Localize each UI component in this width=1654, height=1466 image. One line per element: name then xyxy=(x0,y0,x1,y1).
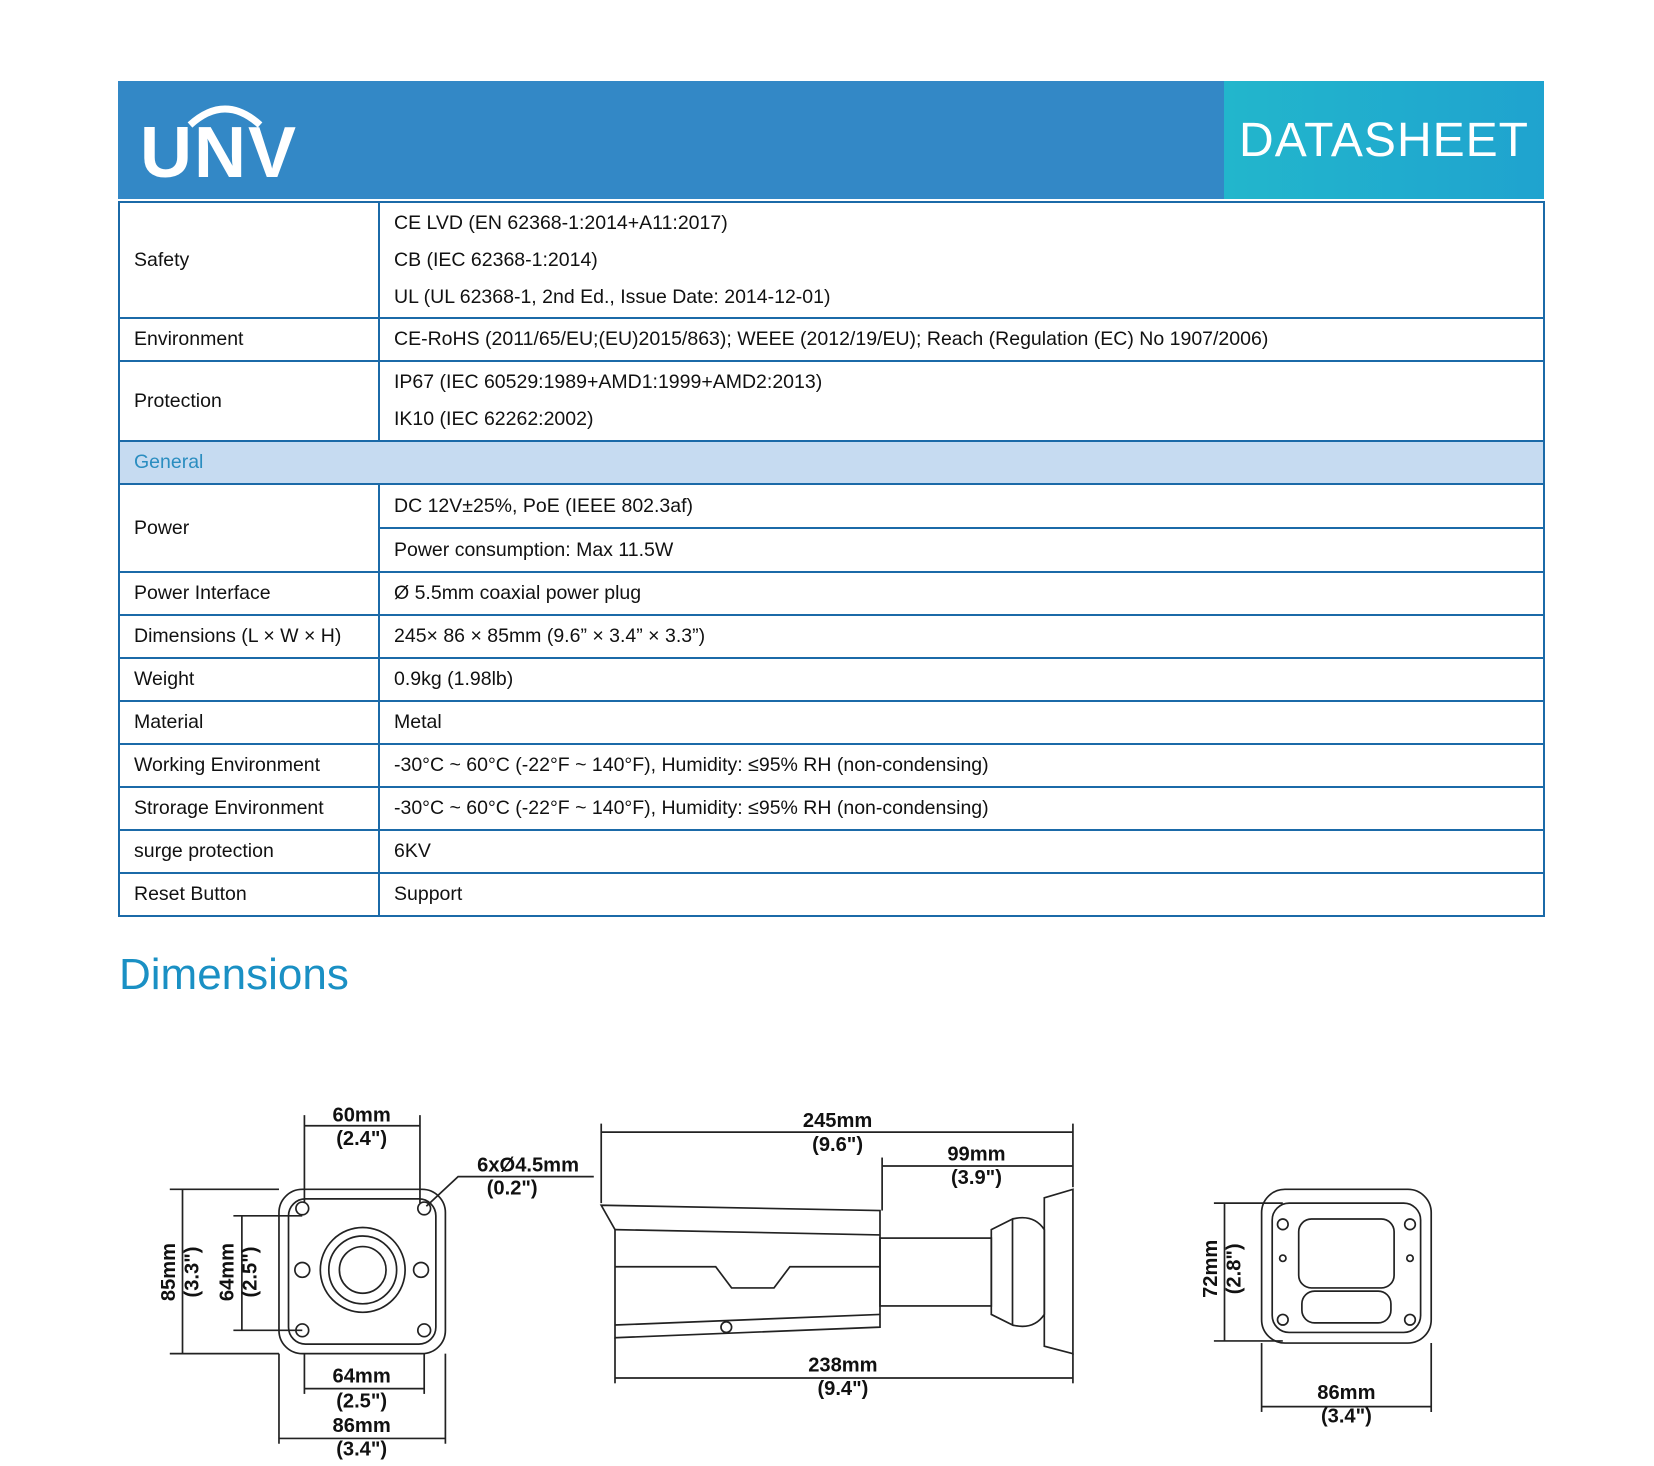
rear-view-drawing xyxy=(1213,1188,1433,1412)
dim-label: 245mm xyxy=(803,1110,872,1132)
datasheet-header: UNV DATASHEET xyxy=(118,81,1544,199)
dim-label: (2.5") xyxy=(336,1391,387,1413)
row-value: 245× 86 × 85mm (9.6” × 3.4” × 3.3”) xyxy=(378,614,1545,659)
table-row-power: Power DC 12V±25%, PoE (IEEE 802.3af) Pow… xyxy=(118,483,1545,573)
table-row-safety: Safety CE LVD (EN 62368-1:2014+A11:2017)… xyxy=(118,201,1545,319)
dim-label: (9.4") xyxy=(817,1378,868,1400)
row-value: CE LVD (EN 62368-1:2014+A11:2017) xyxy=(394,211,728,234)
row-value: -30°C ~ 60°C (-22°F ~ 140°F), Humidity: … xyxy=(378,743,1545,788)
row-label: Reset Button xyxy=(118,872,380,917)
dim-label: (3.9") xyxy=(951,1167,1002,1189)
dim-label: 238mm xyxy=(808,1355,877,1377)
row-value: CB (IEC 62368-1:2014) xyxy=(394,248,598,271)
row-value: Metal xyxy=(378,700,1545,745)
row-value: CE-RoHS (2011/65/EU;(EU)2015/863); WEEE … xyxy=(378,317,1545,362)
dim-label: (2.8") xyxy=(1223,1243,1245,1294)
row-value: IP67 (IEC 60529:1989+AMD1:1999+AMD2:2013… xyxy=(394,371,823,393)
row-value: -30°C ~ 60°C (-22°F ~ 140°F), Humidity: … xyxy=(378,786,1545,831)
row-value: Power consumption: Max 11.5W xyxy=(380,527,1543,571)
datasheet-title: DATASHEET xyxy=(1239,113,1529,167)
row-value: Support xyxy=(378,872,1545,917)
dim-label: (3.4") xyxy=(336,1438,387,1460)
row-value: IK10 (IEC 62262:2002) xyxy=(394,408,594,430)
front-view-drawing xyxy=(169,1115,594,1444)
row-label: Weight xyxy=(118,657,380,702)
dim-label: (2.4") xyxy=(336,1128,387,1150)
dim-label: 72mm xyxy=(1200,1240,1222,1298)
dimensions-heading: Dimensions xyxy=(119,950,349,999)
dim-label: 60mm xyxy=(333,1104,391,1126)
table-row: Working Environment-30°C ~ 60°C (-22°F ~… xyxy=(118,743,1545,788)
row-label: Strorage Environment xyxy=(118,786,380,831)
dim-label: 64mm xyxy=(216,1243,238,1301)
dim-label: 99mm xyxy=(947,1144,1005,1166)
unv-logo: UNV xyxy=(140,99,296,189)
row-label: surge protection xyxy=(118,829,380,874)
row-value: UL (UL 62368-1, 2nd Ed., Issue Date: 201… xyxy=(394,285,831,308)
row-value: DC 12V±25%, PoE (IEEE 802.3af) xyxy=(394,495,694,517)
logo-arc-icon xyxy=(187,105,263,128)
table-row-protection: Protection IP67 (IEC 60529:1989+AMD1:199… xyxy=(118,360,1545,442)
dim-label: (0.2") xyxy=(487,1178,538,1200)
table-row: Strorage Environment-30°C ~ 60°C (-22°F … xyxy=(118,786,1545,831)
row-label: Material xyxy=(118,700,380,745)
row-label: Safety xyxy=(118,201,380,319)
row-value: 6KV xyxy=(378,829,1545,874)
row-value: Ø 5.5mm coaxial power plug xyxy=(378,571,1545,616)
row-label: Power Interface xyxy=(118,571,380,616)
section-title: General xyxy=(118,440,1545,485)
row-label: Environment xyxy=(118,317,380,362)
side-view-drawing xyxy=(599,1123,1074,1384)
section-header-general: General xyxy=(118,440,1545,485)
dim-label: (3.3") xyxy=(181,1247,203,1298)
table-row: Dimensions (L × W × H)245× 86 × 85mm (9.… xyxy=(118,614,1545,659)
dim-label: 64mm xyxy=(333,1365,391,1387)
dim-label: (9.6") xyxy=(812,1134,863,1156)
row-label: Protection xyxy=(118,360,380,442)
dim-label: 85mm xyxy=(158,1243,180,1301)
dim-label: 86mm xyxy=(1317,1382,1375,1404)
dim-label: (3.4") xyxy=(1321,1406,1372,1428)
row-value: 0.9kg (1.98lb) xyxy=(378,657,1545,702)
table-row-environment: Environment CE-RoHS (2011/65/EU;(EU)2015… xyxy=(118,317,1545,362)
spec-table: Safety CE LVD (EN 62368-1:2014+A11:2017)… xyxy=(118,201,1545,917)
dim-label: 6xØ4.5mm xyxy=(477,1154,579,1176)
dim-label: (2.5") xyxy=(240,1247,262,1298)
row-label: Power xyxy=(118,483,380,573)
dim-label: 86mm xyxy=(333,1415,391,1437)
datasheet-label-block: DATASHEET xyxy=(1224,81,1544,199)
row-label: Dimensions (L × W × H) xyxy=(118,614,380,659)
row-label: Working Environment xyxy=(118,743,380,788)
